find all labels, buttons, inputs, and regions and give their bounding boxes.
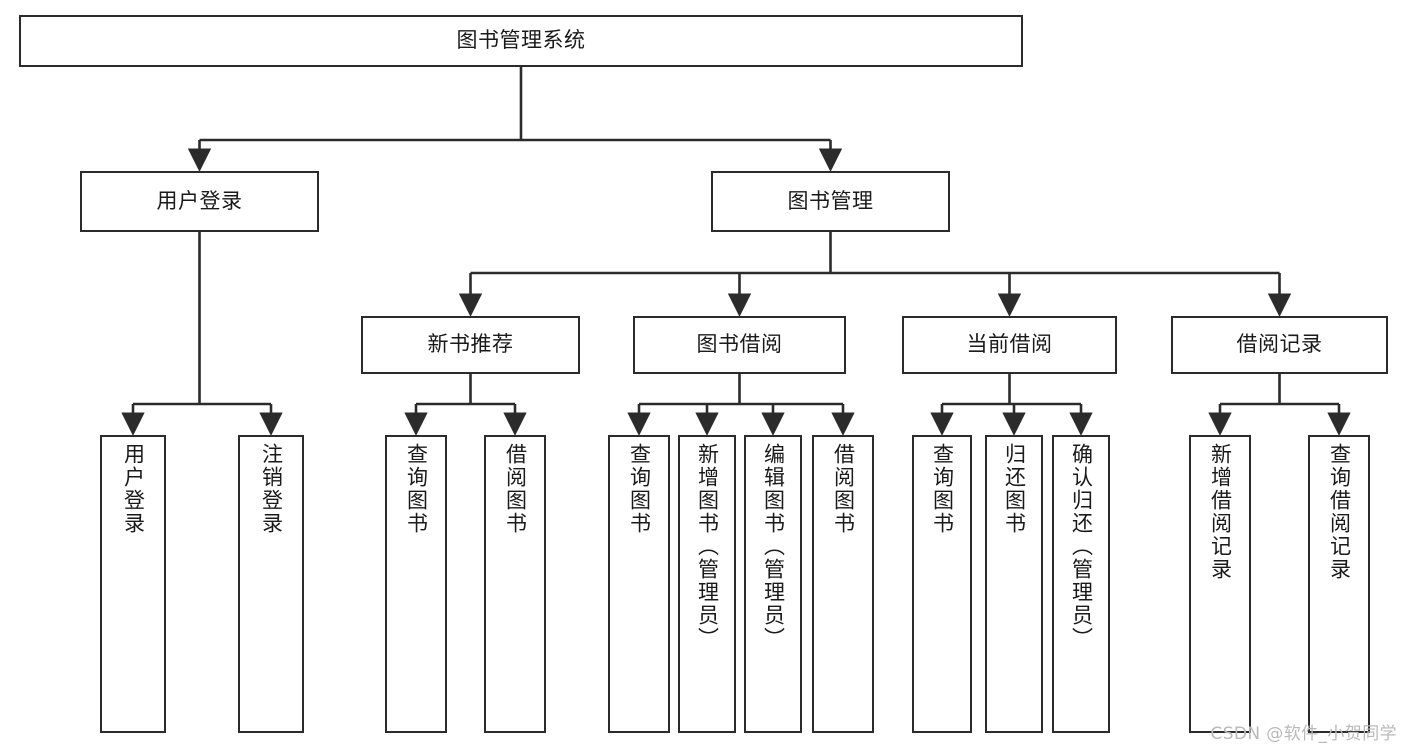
node-label: 查询借阅记录 [1327, 443, 1352, 581]
node-label: 图书管理 [787, 188, 874, 213]
node-label: 新增借阅记录 [1208, 443, 1233, 581]
node-label: 编辑图书（管理员） [761, 443, 786, 650]
node-leaf-user-login[interactable]: 用户登录 [100, 435, 166, 733]
node-leaf-rec-borrow[interactable]: 借阅图书 [484, 435, 546, 733]
node-leaf-cur-confirm[interactable]: 确认归还（管理员） [1052, 435, 1110, 733]
node-leaf-rec-query2[interactable]: 查询借阅记录 [1308, 435, 1370, 733]
node-label: 查询图书 [627, 443, 652, 535]
node-label: 借阅图书 [831, 443, 856, 535]
watermark: CSDN @软件_小贺同学 [1210, 724, 1397, 744]
node-label: 当前借阅 [966, 332, 1053, 357]
node-label: 注销登录 [259, 443, 284, 535]
node-leaf-user-logout[interactable]: 注销登录 [238, 435, 304, 733]
node-leaf-bor-lend[interactable]: 借阅图书 [812, 435, 874, 733]
node-current-borrow[interactable]: 当前借阅 [902, 316, 1117, 374]
node-label: 归还图书 [1002, 443, 1027, 535]
node-label: 查询图书 [930, 443, 955, 535]
node-label: 用户登录 [121, 443, 146, 535]
node-label: 新增图书（管理员） [695, 443, 720, 650]
node-leaf-bor-add[interactable]: 新增图书（管理员） [678, 435, 736, 733]
node-borrow-record[interactable]: 借阅记录 [1171, 316, 1388, 374]
node-user-login[interactable]: 用户登录 [80, 171, 319, 232]
node-leaf-rec-add[interactable]: 新增借阅记录 [1189, 435, 1251, 733]
node-leaf-bor-query[interactable]: 查询图书 [608, 435, 670, 733]
node-new-book-rec[interactable]: 新书推荐 [361, 316, 580, 374]
node-label: 借阅图书 [503, 443, 528, 535]
node-book-borrow[interactable]: 图书借阅 [633, 316, 846, 374]
node-label: 借阅记录 [1236, 332, 1323, 357]
node-leaf-cur-query[interactable]: 查询图书 [912, 435, 972, 733]
node-label: 图书借阅 [696, 332, 783, 357]
node-label: 查询图书 [404, 443, 429, 535]
node-leaf-cur-return[interactable]: 归还图书 [985, 435, 1043, 733]
node-leaf-bor-edit[interactable]: 编辑图书（管理员） [744, 435, 802, 733]
node-label: 新书推荐 [427, 332, 514, 357]
node-label: 图书管理系统 [456, 28, 586, 53]
node-leaf-rec-query[interactable]: 查询图书 [385, 435, 447, 733]
node-label: 确认归还（管理员） [1069, 443, 1094, 650]
node-book-manage[interactable]: 图书管理 [711, 171, 950, 232]
node-label: 用户登录 [156, 188, 243, 213]
node-root[interactable]: 图书管理系统 [19, 15, 1023, 67]
